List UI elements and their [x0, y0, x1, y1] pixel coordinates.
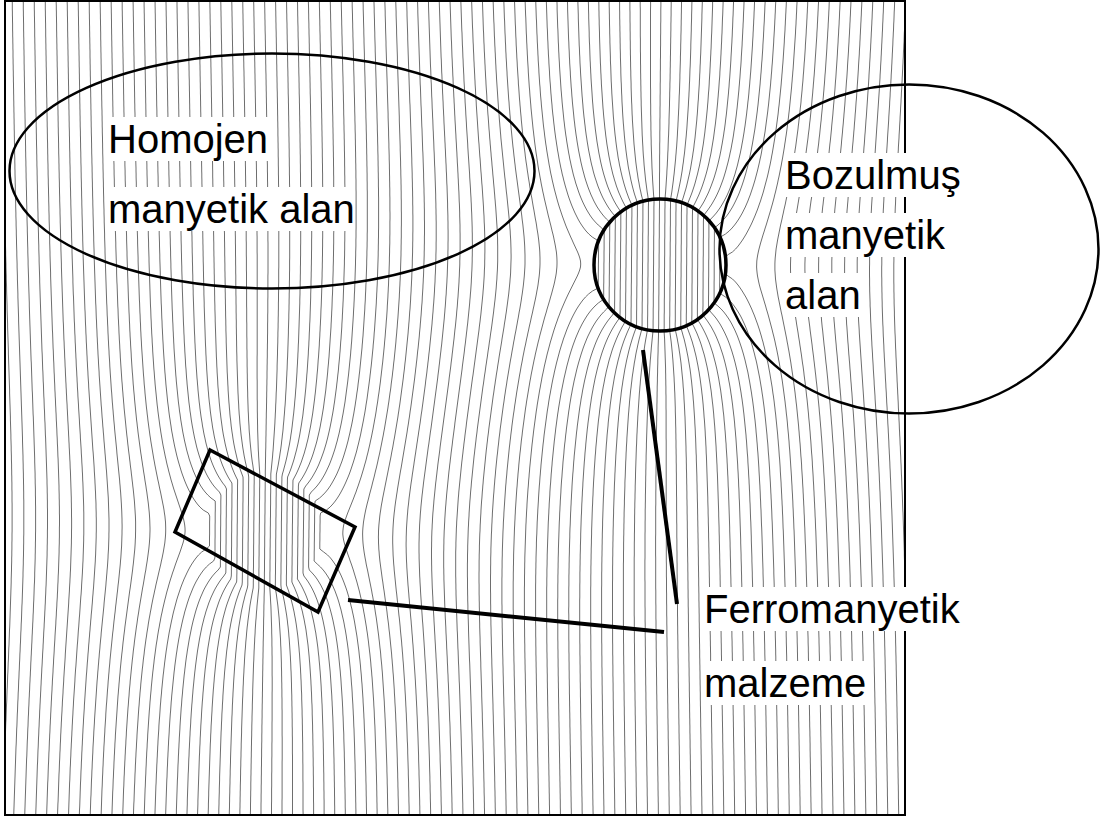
part-label: Ferromanyetik malzeme [704, 587, 960, 705]
field-line [623, 1, 643, 815]
field-line [479, 1, 511, 815]
field-line [467, 1, 497, 815]
field-line [45, 1, 59, 815]
field-line [513, 1, 557, 815]
field-line [664, 1, 671, 815]
field-line [309, 1, 357, 815]
field-line [502, 1, 540, 815]
field-line [675, 1, 692, 815]
field-line [292, 1, 323, 815]
field-line [432, 1, 461, 815]
ferromagnetic-circle [594, 199, 726, 331]
node-text-block: Bozulmuş manyetik alan [785, 145, 995, 325]
field-line [894, 1, 905, 815]
callout-ellipse: Bozulmuş manyetik alan [718, 83, 1100, 415]
field-line [393, 1, 425, 815]
field-line [78, 1, 96, 815]
field-line [406, 1, 436, 815]
field-line [5, 1, 12, 815]
field-line [275, 1, 289, 815]
region-label: Homojen manyetik alan [108, 117, 355, 231]
field-line [524, 1, 580, 815]
field-line [670, 1, 682, 815]
field-line [34, 1, 47, 815]
label-block: Ferromanyetik malzeme [704, 572, 1004, 720]
leader-line [643, 350, 677, 604]
ferromagnetic-block [175, 450, 355, 612]
field-line [569, 1, 616, 815]
ellipse-outline [8, 52, 536, 290]
field-line [491, 1, 526, 815]
field-line [297, 1, 333, 815]
field-line [870, 1, 888, 815]
field-line [286, 1, 311, 815]
leader-line [348, 600, 664, 632]
field-line [547, 1, 605, 815]
field-line [270, 1, 279, 815]
field-line [419, 1, 448, 815]
field-line [89, 1, 109, 815]
node-text-block: Homojen manyetik alan [108, 104, 398, 244]
field-line [681, 1, 703, 815]
field-line [363, 1, 402, 815]
field-line [613, 1, 638, 815]
field-line [882, 1, 899, 815]
field-line [343, 1, 390, 815]
field-line [536, 1, 599, 815]
field-line [303, 1, 345, 815]
region-label: Bozulmuş manyetik alan [785, 153, 961, 317]
field-line [602, 1, 632, 815]
field-line [314, 1, 367, 815]
field-line [320, 1, 379, 815]
field-line [591, 1, 627, 815]
field-line [67, 1, 84, 815]
field-line [281, 1, 301, 815]
field-line [12, 1, 24, 815]
callout-ellipse: Homojen manyetik alan [8, 52, 536, 290]
field-line [378, 1, 413, 815]
field-line [656, 1, 661, 815]
